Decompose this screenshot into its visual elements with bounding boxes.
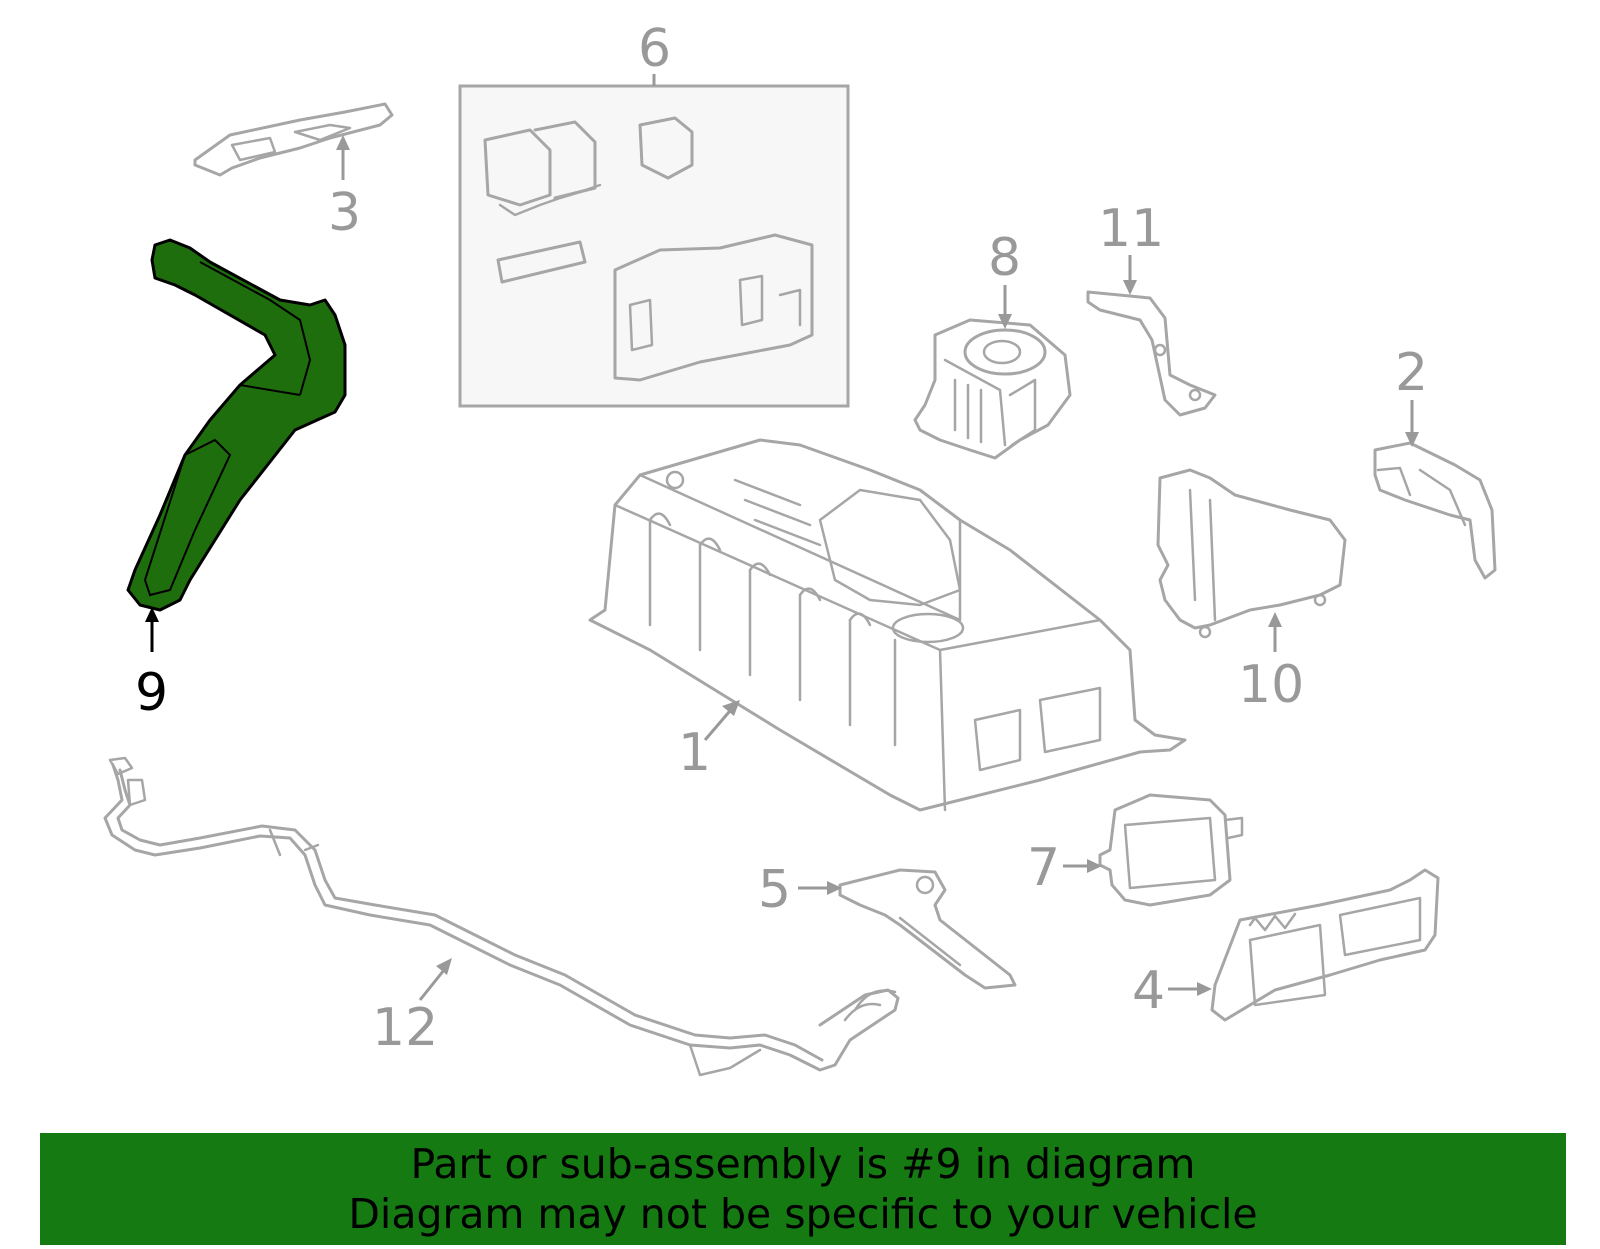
part-5-bracket[interactable] [838, 868, 1017, 990]
part-9-highlighted-duct[interactable] [126, 238, 347, 612]
part-7-sensor[interactable] [1098, 793, 1244, 907]
callout-4: 4 [1132, 961, 1165, 1021]
callout-8: 8 [988, 228, 1021, 288]
callout-3: 3 [328, 183, 361, 243]
part-2-bracket[interactable] [1373, 441, 1497, 580]
arrowhead-5 [827, 881, 842, 895]
arrowhead-10 [1268, 612, 1282, 627]
banner-line-1: Part or sub-assembly is #9 in diagram [410, 1140, 1196, 1188]
callout-11: 11 [1098, 199, 1164, 259]
banner-line-2: Diagram may not be specific to your vehi… [348, 1190, 1258, 1238]
callout-6: 6 [638, 19, 671, 79]
arrowhead-3 [336, 135, 350, 150]
arrowhead-7 [1087, 859, 1102, 873]
part-11-bracket[interactable] [1086, 290, 1217, 417]
callout-2: 2 [1395, 343, 1428, 403]
callout-10: 10 [1238, 655, 1304, 715]
arrowhead-9 [145, 607, 159, 622]
callout-1: 1 [678, 723, 711, 783]
part-10-duct[interactable] [1156, 468, 1347, 639]
arrowhead-2 [1405, 432, 1419, 447]
callout-5: 5 [758, 860, 791, 920]
arrowhead-4 [1197, 982, 1212, 996]
part-3-bracket[interactable] [193, 102, 394, 177]
arrowhead-12 [436, 958, 452, 975]
part-12-wire-harness[interactable] [103, 756, 900, 1077]
callout-7: 7 [1027, 838, 1060, 898]
part-8-blower[interactable] [913, 318, 1072, 460]
part-4-module[interactable] [1210, 868, 1440, 1022]
arrowhead-1 [722, 700, 740, 716]
callout-12: 12 [372, 998, 438, 1058]
part-1-battery-pack[interactable] [588, 438, 1187, 812]
arrowhead-11 [1123, 280, 1137, 295]
info-banner: Part or sub-assembly is #9 in diagram Di… [40, 1133, 1566, 1245]
arrowhead-8 [998, 314, 1012, 329]
callout-9: 9 [135, 663, 168, 723]
part-6-relay-box[interactable] [458, 84, 850, 408]
